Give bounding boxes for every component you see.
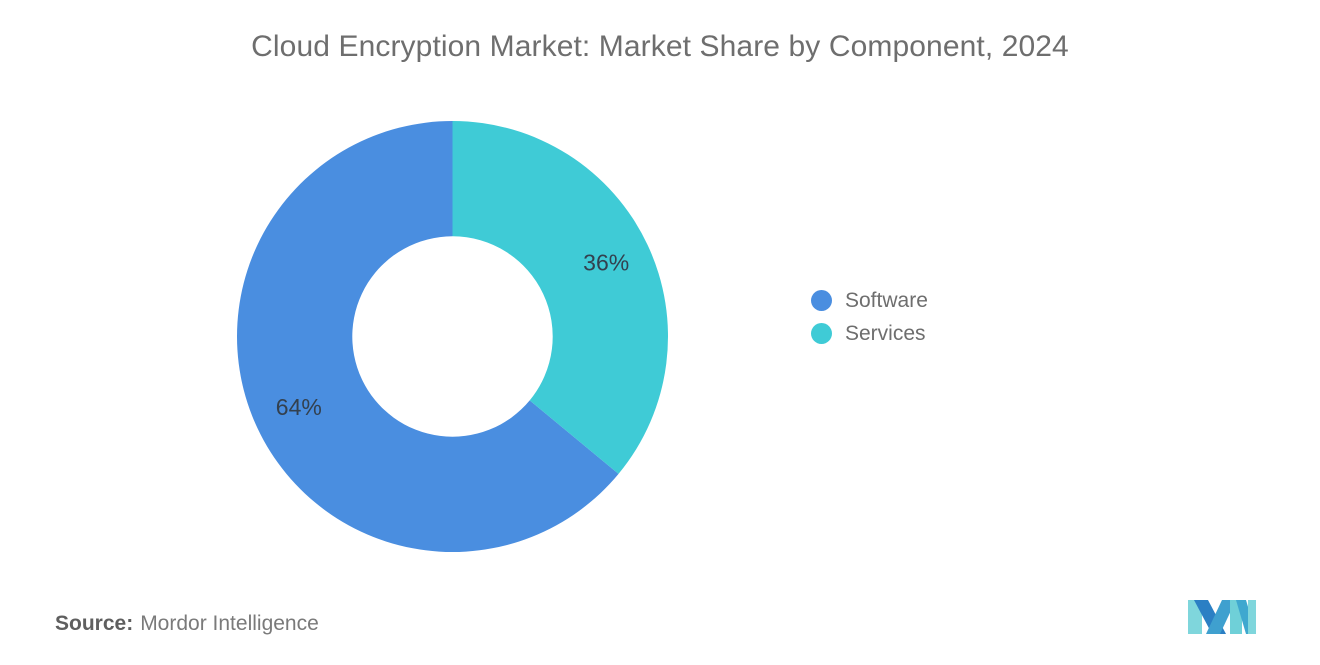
data-label-services: 36% [583, 249, 629, 275]
page-title: Cloud Encryption Market: Market Share by… [251, 30, 1069, 63]
legend-item-software[interactable]: Software [811, 284, 928, 317]
mordor-intelligence-logo [1186, 598, 1258, 636]
legend-label-software: Software [845, 288, 928, 312]
mi-logo-icon [1188, 600, 1256, 634]
donut-chart-svg: 64% 36% [237, 121, 668, 552]
donut-slice-software[interactable] [237, 121, 619, 552]
chart-legend: Software Services [811, 284, 928, 350]
legend-swatch-services-icon [811, 323, 832, 344]
donut-slice-services[interactable] [452, 121, 668, 474]
donut-chart: 64% 36% [237, 121, 668, 552]
data-label-software: 64% [276, 394, 322, 420]
source-label: Source: [55, 612, 134, 635]
source-line: Source: Mordor Intelligence [55, 612, 319, 636]
legend-item-services[interactable]: Services [811, 317, 928, 350]
legend-label-services: Services [845, 321, 926, 345]
source-value: Mordor Intelligence [140, 612, 319, 635]
legend-swatch-software-icon [811, 290, 832, 311]
